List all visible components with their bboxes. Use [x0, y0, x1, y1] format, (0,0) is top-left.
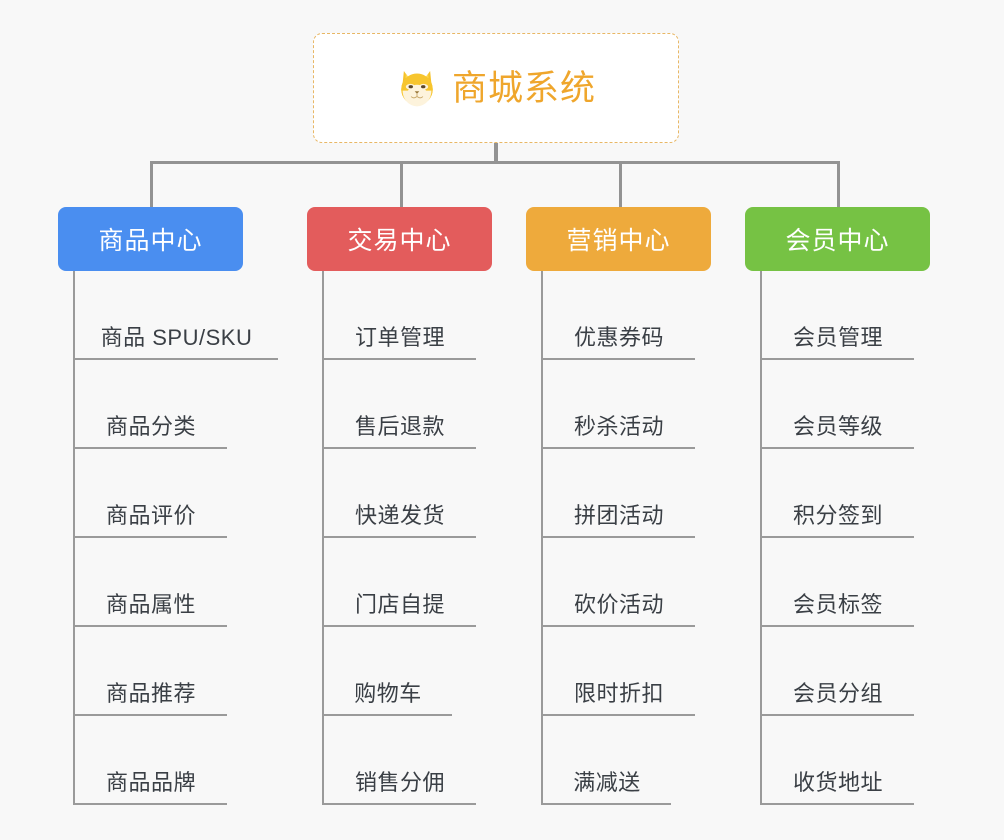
leaf-item[interactable]: 满减送: [543, 716, 671, 805]
leaf-label: 购物车: [354, 681, 422, 706]
shiba-inu-icon: [401, 70, 433, 107]
leaf-item[interactable]: 商品 SPU/SKU: [75, 271, 278, 360]
horizontal-bus-connector: [150, 161, 840, 164]
leaf-label: 订单管理: [354, 325, 445, 350]
leaf-item[interactable]: 会员标签: [762, 538, 914, 627]
leaf-label: 销售分佣: [354, 770, 445, 795]
leaf-item[interactable]: 会员等级: [762, 360, 914, 449]
leaf-label: 秒杀活动: [573, 414, 664, 439]
leaf-label: 商品推荐: [105, 681, 196, 706]
leaf-label: 门店自提: [354, 592, 445, 617]
leaf-label: 售后退款: [354, 414, 445, 439]
drop-connector-4: [837, 161, 840, 209]
leaf-label: 满减送: [573, 770, 641, 795]
root-node-label: 商城系统: [451, 68, 596, 108]
category-box-member[interactable]: 会员中心: [745, 207, 930, 271]
leaf-label: 商品 SPU/SKU: [100, 325, 253, 350]
leaf-label: 砍价活动: [573, 592, 664, 617]
category-box-marketing[interactable]: 营销中心: [526, 207, 711, 271]
leaf-item[interactable]: 商品推荐: [75, 627, 227, 716]
leaf-item[interactable]: 会员分组: [762, 627, 914, 716]
leaf-item[interactable]: 商品分类: [75, 360, 227, 449]
branch-trunk: [541, 271, 543, 805]
leaf-item[interactable]: 积分签到: [762, 449, 914, 538]
leaf-item[interactable]: 优惠券码: [543, 271, 695, 360]
leaf-label: 积分签到: [792, 503, 883, 528]
leaf-label: 快递发货: [354, 503, 445, 528]
leaf-item[interactable]: 销售分佣: [324, 716, 476, 805]
leaf-label: 优惠券码: [573, 325, 664, 350]
drop-connector-2: [400, 161, 403, 209]
branch-trunk: [73, 271, 75, 805]
root-node[interactable]: 商城系统: [313, 33, 679, 143]
leaf-label: 会员分组: [792, 681, 883, 706]
leaf-item[interactable]: 商品属性: [75, 538, 227, 627]
leaf-label: 拼团活动: [573, 503, 664, 528]
leaf-item[interactable]: 秒杀活动: [543, 360, 695, 449]
leaf-label: 会员管理: [792, 325, 883, 350]
leaf-item[interactable]: 快递发货: [324, 449, 476, 538]
leaf-label: 收货地址: [792, 770, 883, 795]
leaf-item[interactable]: 拼团活动: [543, 449, 695, 538]
leaf-item[interactable]: 商品评价: [75, 449, 227, 538]
leaf-label: 商品评价: [105, 503, 196, 528]
category-box-trade[interactable]: 交易中心: [307, 207, 492, 271]
leaf-item[interactable]: 砍价活动: [543, 538, 695, 627]
leaf-item[interactable]: 购物车: [324, 627, 452, 716]
leaf-label: 商品分类: [105, 414, 196, 439]
leaf-label: 限时折扣: [573, 681, 664, 706]
leaf-item[interactable]: 订单管理: [324, 271, 476, 360]
drop-connector-3: [619, 161, 622, 209]
leaf-label: 商品属性: [105, 592, 196, 617]
branch-trunk: [322, 271, 324, 805]
leaf-item[interactable]: 售后退款: [324, 360, 476, 449]
drop-connector-1: [150, 161, 153, 209]
leaf-label: 商品品牌: [105, 770, 196, 795]
branch-trunk: [760, 271, 762, 805]
leaf-item[interactable]: 门店自提: [324, 538, 476, 627]
leaf-item[interactable]: 限时折扣: [543, 627, 695, 716]
category-box-product[interactable]: 商品中心: [58, 207, 243, 271]
leaf-item[interactable]: 商品品牌: [75, 716, 227, 805]
leaf-label: 会员等级: [792, 414, 883, 439]
leaf-item[interactable]: 会员管理: [762, 271, 914, 360]
leaf-label: 会员标签: [792, 592, 883, 617]
leaf-item[interactable]: 收货地址: [762, 716, 914, 805]
root-stem-connector: [494, 143, 498, 164]
